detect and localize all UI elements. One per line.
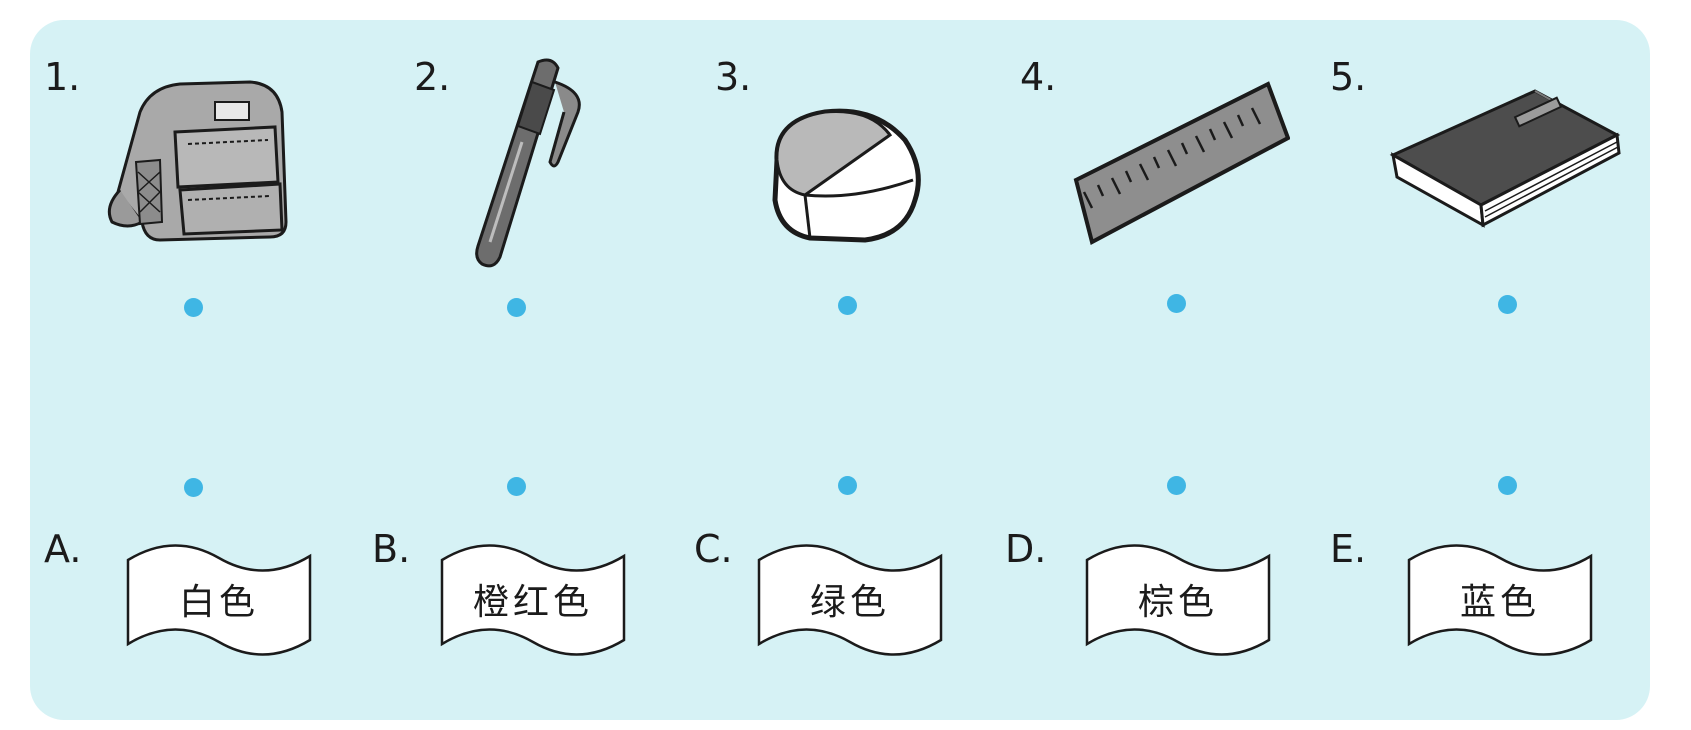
option-letter-a: A. bbox=[44, 527, 82, 571]
option-c-dot[interactable] bbox=[838, 476, 857, 495]
option-label-c: 绿色 bbox=[809, 582, 890, 623]
option-letter-c: C. bbox=[694, 527, 733, 571]
ruler-icon bbox=[1070, 80, 1290, 250]
option-letter-d: D. bbox=[1005, 527, 1047, 571]
option-flag-c[interactable]: 绿色 bbox=[755, 530, 945, 668]
item-5-dot[interactable] bbox=[1498, 295, 1517, 314]
option-label-a: 白色 bbox=[178, 582, 259, 623]
item-number-1: 1. bbox=[44, 55, 81, 99]
option-flag-a[interactable]: 白色 bbox=[124, 530, 314, 668]
option-label-d: 棕色 bbox=[1137, 582, 1218, 623]
option-e-dot[interactable] bbox=[1498, 476, 1517, 495]
option-b-dot[interactable] bbox=[507, 477, 526, 496]
backpack-icon bbox=[100, 72, 300, 257]
option-label-b: 橙红色 bbox=[472, 582, 593, 623]
option-label-e: 蓝色 bbox=[1459, 582, 1540, 623]
eraser-icon bbox=[765, 100, 925, 250]
item-4-dot[interactable] bbox=[1167, 294, 1186, 313]
option-a-dot[interactable] bbox=[184, 478, 203, 497]
item-number-5: 5. bbox=[1330, 55, 1367, 99]
item-number-3: 3. bbox=[715, 55, 752, 99]
option-flag-e[interactable]: 蓝色 bbox=[1405, 530, 1595, 668]
item-1-dot[interactable] bbox=[184, 298, 203, 317]
item-number-4: 4. bbox=[1020, 55, 1057, 99]
option-letter-e: E. bbox=[1330, 527, 1367, 571]
option-flag-d[interactable]: 棕色 bbox=[1083, 530, 1273, 668]
item-number-2: 2. bbox=[414, 55, 451, 99]
option-flag-b[interactable]: 橙红色 bbox=[438, 530, 628, 668]
item-2-dot[interactable] bbox=[507, 298, 526, 317]
book-icon bbox=[1385, 85, 1625, 235]
item-3-dot[interactable] bbox=[838, 296, 857, 315]
option-d-dot[interactable] bbox=[1167, 476, 1186, 495]
option-letter-b: B. bbox=[372, 527, 411, 571]
pen-icon bbox=[460, 52, 600, 272]
